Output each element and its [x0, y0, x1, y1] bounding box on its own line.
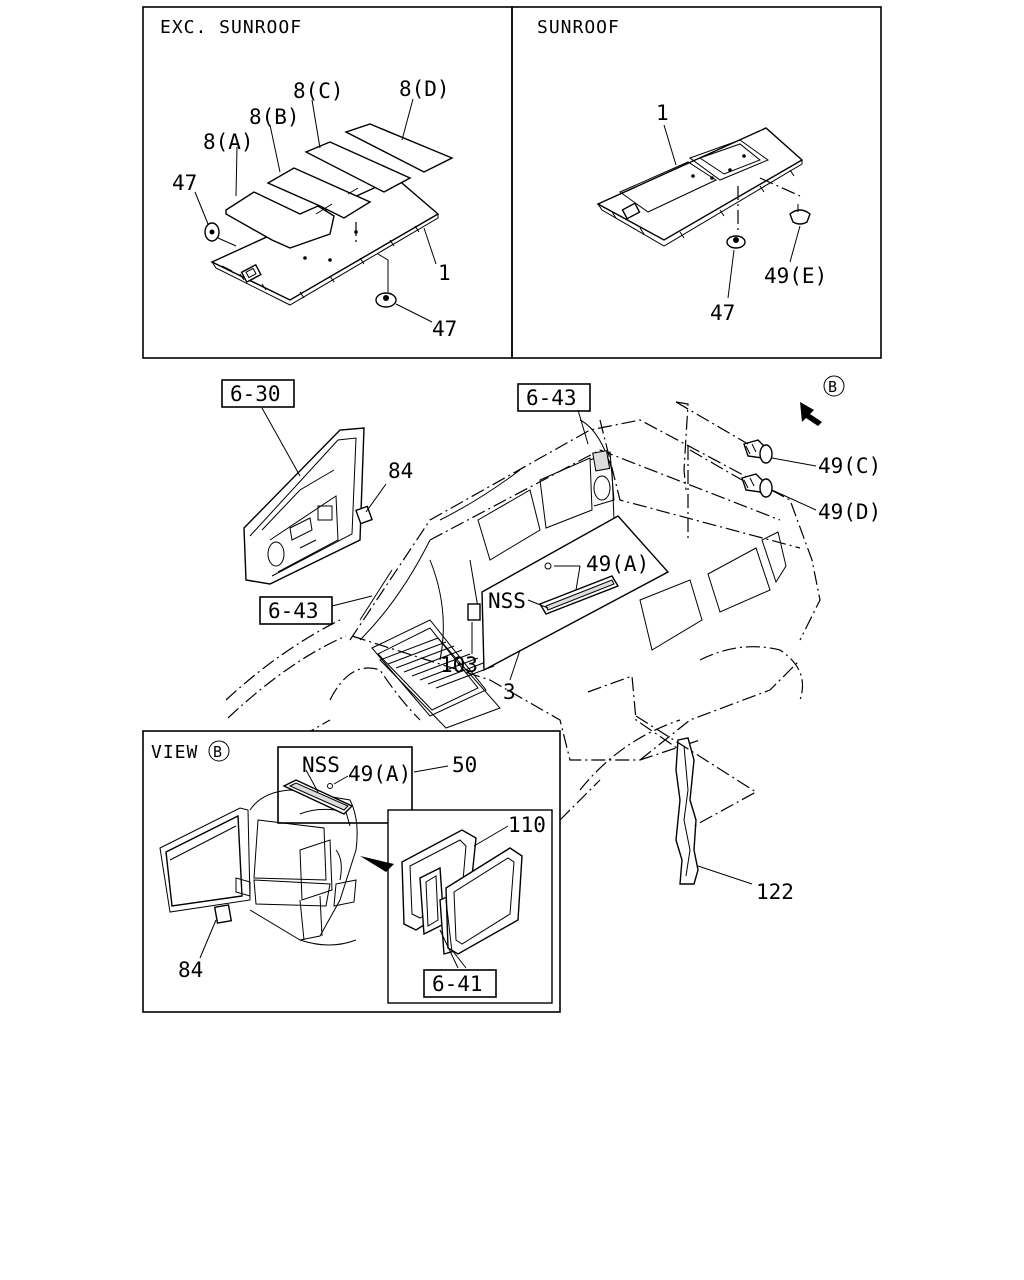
callout-49e: 49(E): [764, 264, 827, 288]
callout-47-top: 47: [172, 171, 197, 195]
part-84-top: [355, 505, 373, 525]
callout-1-right: 1: [656, 101, 669, 125]
clip-49c: [743, 439, 773, 464]
pad-8b: [266, 167, 372, 219]
callout-103: 103: [440, 653, 478, 677]
panel-header-sunroof: SUNROOF: [537, 17, 620, 38]
panel-exc-sunroof: EXC. SUNROOF: [142, 6, 513, 359]
ref-6-43-left: 6-43: [268, 599, 319, 623]
callout-3: 3: [503, 680, 516, 704]
view-marker-letter: B: [828, 378, 837, 396]
callout-8a: 8(A): [203, 130, 254, 154]
callout-nss-view: NSS: [302, 753, 340, 777]
callout-49a-main: 49(A): [586, 552, 649, 576]
ref-6-41: 6-41: [432, 972, 483, 996]
nss-detail-box: [277, 746, 413, 824]
pad-8a: [225, 191, 335, 249]
pad-8c: [304, 141, 412, 193]
ref-6-30: 6-30: [230, 382, 281, 406]
callout-84-top: 84: [388, 459, 413, 483]
pad-8d: [344, 123, 454, 173]
quarter-trim-122: [675, 737, 699, 885]
panel-view-b: VIEW B: [142, 730, 561, 1013]
callout-8b: 8(B): [249, 105, 300, 129]
callout-110: 110: [508, 813, 546, 837]
callout-49d: 49(D): [818, 500, 881, 524]
clip-49d: [741, 473, 773, 498]
panel-header-view: VIEW: [151, 742, 198, 763]
callout-8c: 8(C): [293, 79, 344, 103]
part-84-view: [213, 904, 233, 924]
headliner-sunroof: [596, 127, 804, 247]
callout-8d: 8(D): [399, 77, 450, 101]
ref-box-6-43-top: [517, 383, 591, 412]
ref-6-43-top: 6-43: [526, 386, 577, 410]
view-header-letter: B: [213, 743, 222, 761]
panel-sunroof: SUNROOF 1 47 49(E): [511, 6, 882, 359]
vehicle-main: B 6-30 6-43 6-43 84 49(C) 49(D) 49(A) NS…: [221, 375, 881, 904]
clip-49e: [789, 209, 811, 225]
callout-122: 122: [756, 880, 794, 904]
ref-box-6-30: [221, 379, 295, 408]
part-103: [467, 603, 481, 621]
front-door-panel: [243, 427, 373, 585]
callout-49c: 49(C): [818, 454, 881, 478]
callout-84-view: 84: [178, 958, 203, 982]
ref-box-6-41: [423, 969, 497, 998]
callout-nss-main: NSS: [488, 589, 526, 613]
callout-1-left: 1: [438, 261, 451, 285]
callout-49a-view: 49(A): [348, 762, 411, 786]
callout-47-bottom: 47: [432, 317, 457, 341]
callout-50: 50: [452, 753, 477, 777]
ref-box-6-43-left: [259, 596, 333, 625]
panel-header-exc-sunroof: EXC. SUNROOF: [160, 17, 302, 38]
callout-47-sunroof: 47: [710, 301, 735, 325]
